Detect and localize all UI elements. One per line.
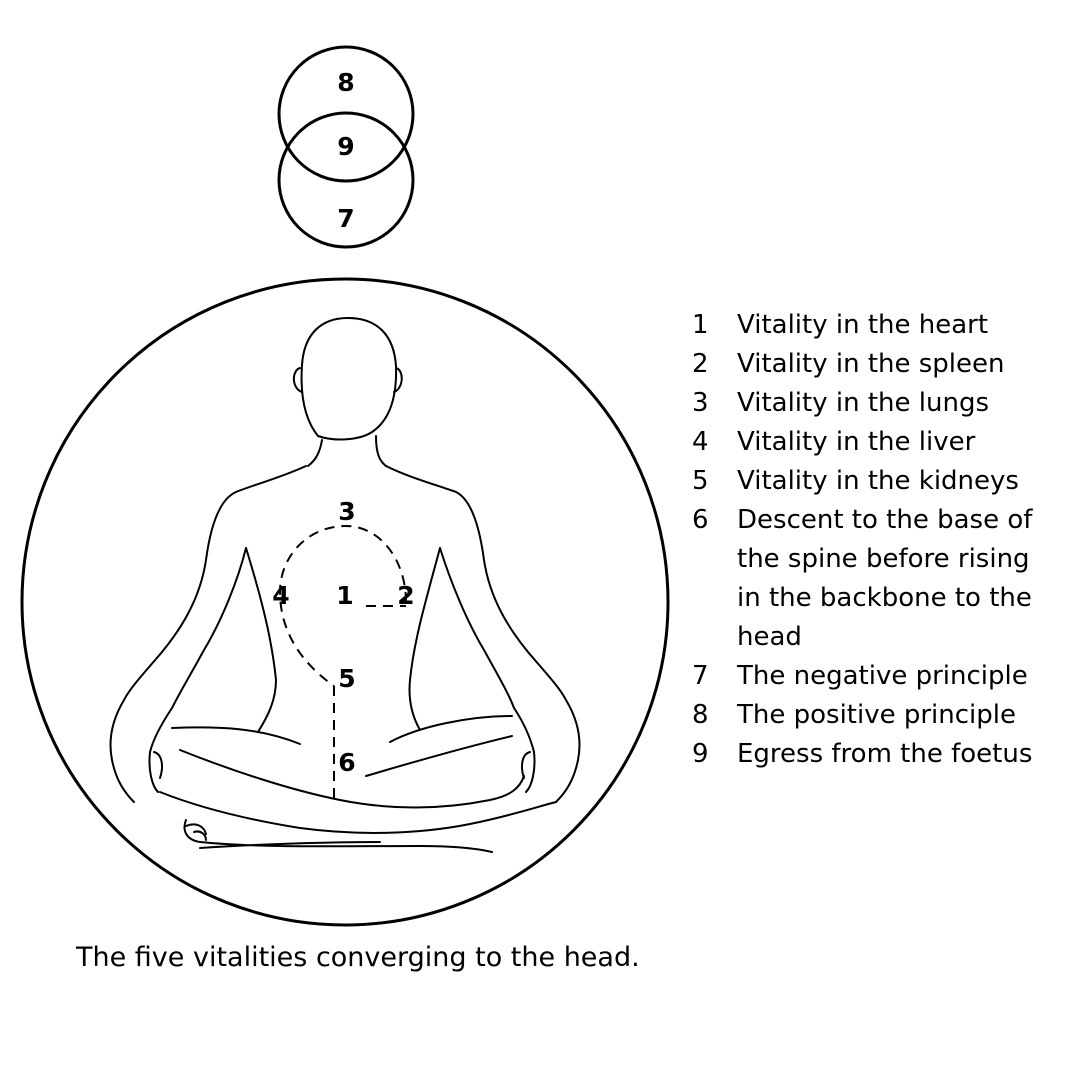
label-6: 6 — [338, 748, 355, 777]
legend-text: Vitality in the lungs — [737, 388, 989, 418]
legend-item: 2 Vitality in the spleen — [692, 345, 1032, 384]
label-4: 4 — [272, 581, 289, 610]
figure-head — [300, 317, 398, 441]
legend-key: 2 — [692, 349, 709, 379]
legend-text: The positive principle — [737, 700, 1017, 730]
figure-left-arm-inner — [171, 547, 247, 709]
legend-key: 6 — [692, 505, 709, 535]
figure-ear-right — [393, 367, 403, 393]
lower-circle — [277, 111, 415, 249]
legend-item: 7 The negative principle — [692, 657, 1032, 696]
label-5: 5 — [338, 664, 355, 693]
figure-ear-left — [292, 367, 303, 393]
figure-leg-upper-left — [171, 726, 301, 745]
figure-torso-left — [245, 547, 277, 733]
figure-neck-right — [375, 435, 387, 467]
label-3: 3 — [338, 497, 355, 526]
figure-left-arm-outer — [109, 465, 307, 803]
legend-item: 5 Vitality in the kidneys — [692, 462, 1032, 501]
figure-right-arm-inner — [439, 547, 515, 709]
legend-key: 9 — [692, 739, 709, 769]
figure-right-arm-outer — [385, 465, 581, 803]
legend-text: Vitality in the kidneys — [737, 466, 1019, 496]
label-9: 9 — [337, 132, 354, 161]
figure-torso-right — [408, 547, 441, 731]
legend-key: 8 — [692, 700, 709, 730]
legend-item: 4 Vitality in the liver — [692, 423, 1032, 462]
legend-key: 7 — [692, 661, 709, 691]
legend-text: The negative principle — [737, 661, 1028, 691]
legend-key: 3 — [692, 388, 709, 418]
body-point-labels: 3 1 2 4 5 6 — [272, 497, 414, 777]
label-8: 8 — [337, 68, 354, 97]
vitality-pathway — [278, 524, 407, 800]
figure-leg-upper-right — [389, 715, 513, 743]
legend-text: Vitality in the liver — [737, 427, 976, 457]
figure-leg-crossline — [365, 735, 513, 777]
legend-text: Vitality in the heart — [737, 310, 989, 340]
principle-circles: 8 9 7 — [277, 45, 415, 249]
legend-item: 3 Vitality in the lungs — [692, 384, 1032, 423]
legend-key: 1 — [692, 310, 709, 340]
legend-key: 4 — [692, 427, 709, 457]
legend-text: Vitality in the spleen — [737, 349, 1005, 379]
legend-item: 9 Egress from the foetus — [692, 735, 1032, 774]
upper-circle — [277, 45, 415, 183]
seated-figure — [109, 317, 581, 853]
legend-item: 1 Vitality in the heart — [692, 306, 1032, 345]
label-2: 2 — [397, 581, 414, 610]
figure-right-hand — [513, 707, 536, 793]
label-7: 7 — [337, 204, 354, 233]
figure-left-hand — [148, 707, 173, 793]
legend-key: 5 — [692, 466, 709, 496]
label-1: 1 — [336, 581, 353, 610]
figure-neck-left — [307, 439, 323, 467]
legend-item: 8 The positive principle — [692, 696, 1032, 735]
legend-text: Egress from the foetus — [737, 739, 1033, 769]
body-enclosure-circle — [20, 277, 670, 927]
figure-shin-lower — [159, 791, 557, 834]
legend-text: Descent to the base of the spine before … — [737, 505, 1033, 652]
pathway-arc — [278, 524, 407, 687]
figure-leg-front — [179, 749, 525, 809]
figure-feet — [183, 819, 493, 853]
figure-caption: The five vitalities converging to the he… — [76, 942, 640, 973]
legend-item: 6 Descent to the base of the spine before… — [692, 501, 1032, 657]
figure-toes — [185, 823, 207, 841]
